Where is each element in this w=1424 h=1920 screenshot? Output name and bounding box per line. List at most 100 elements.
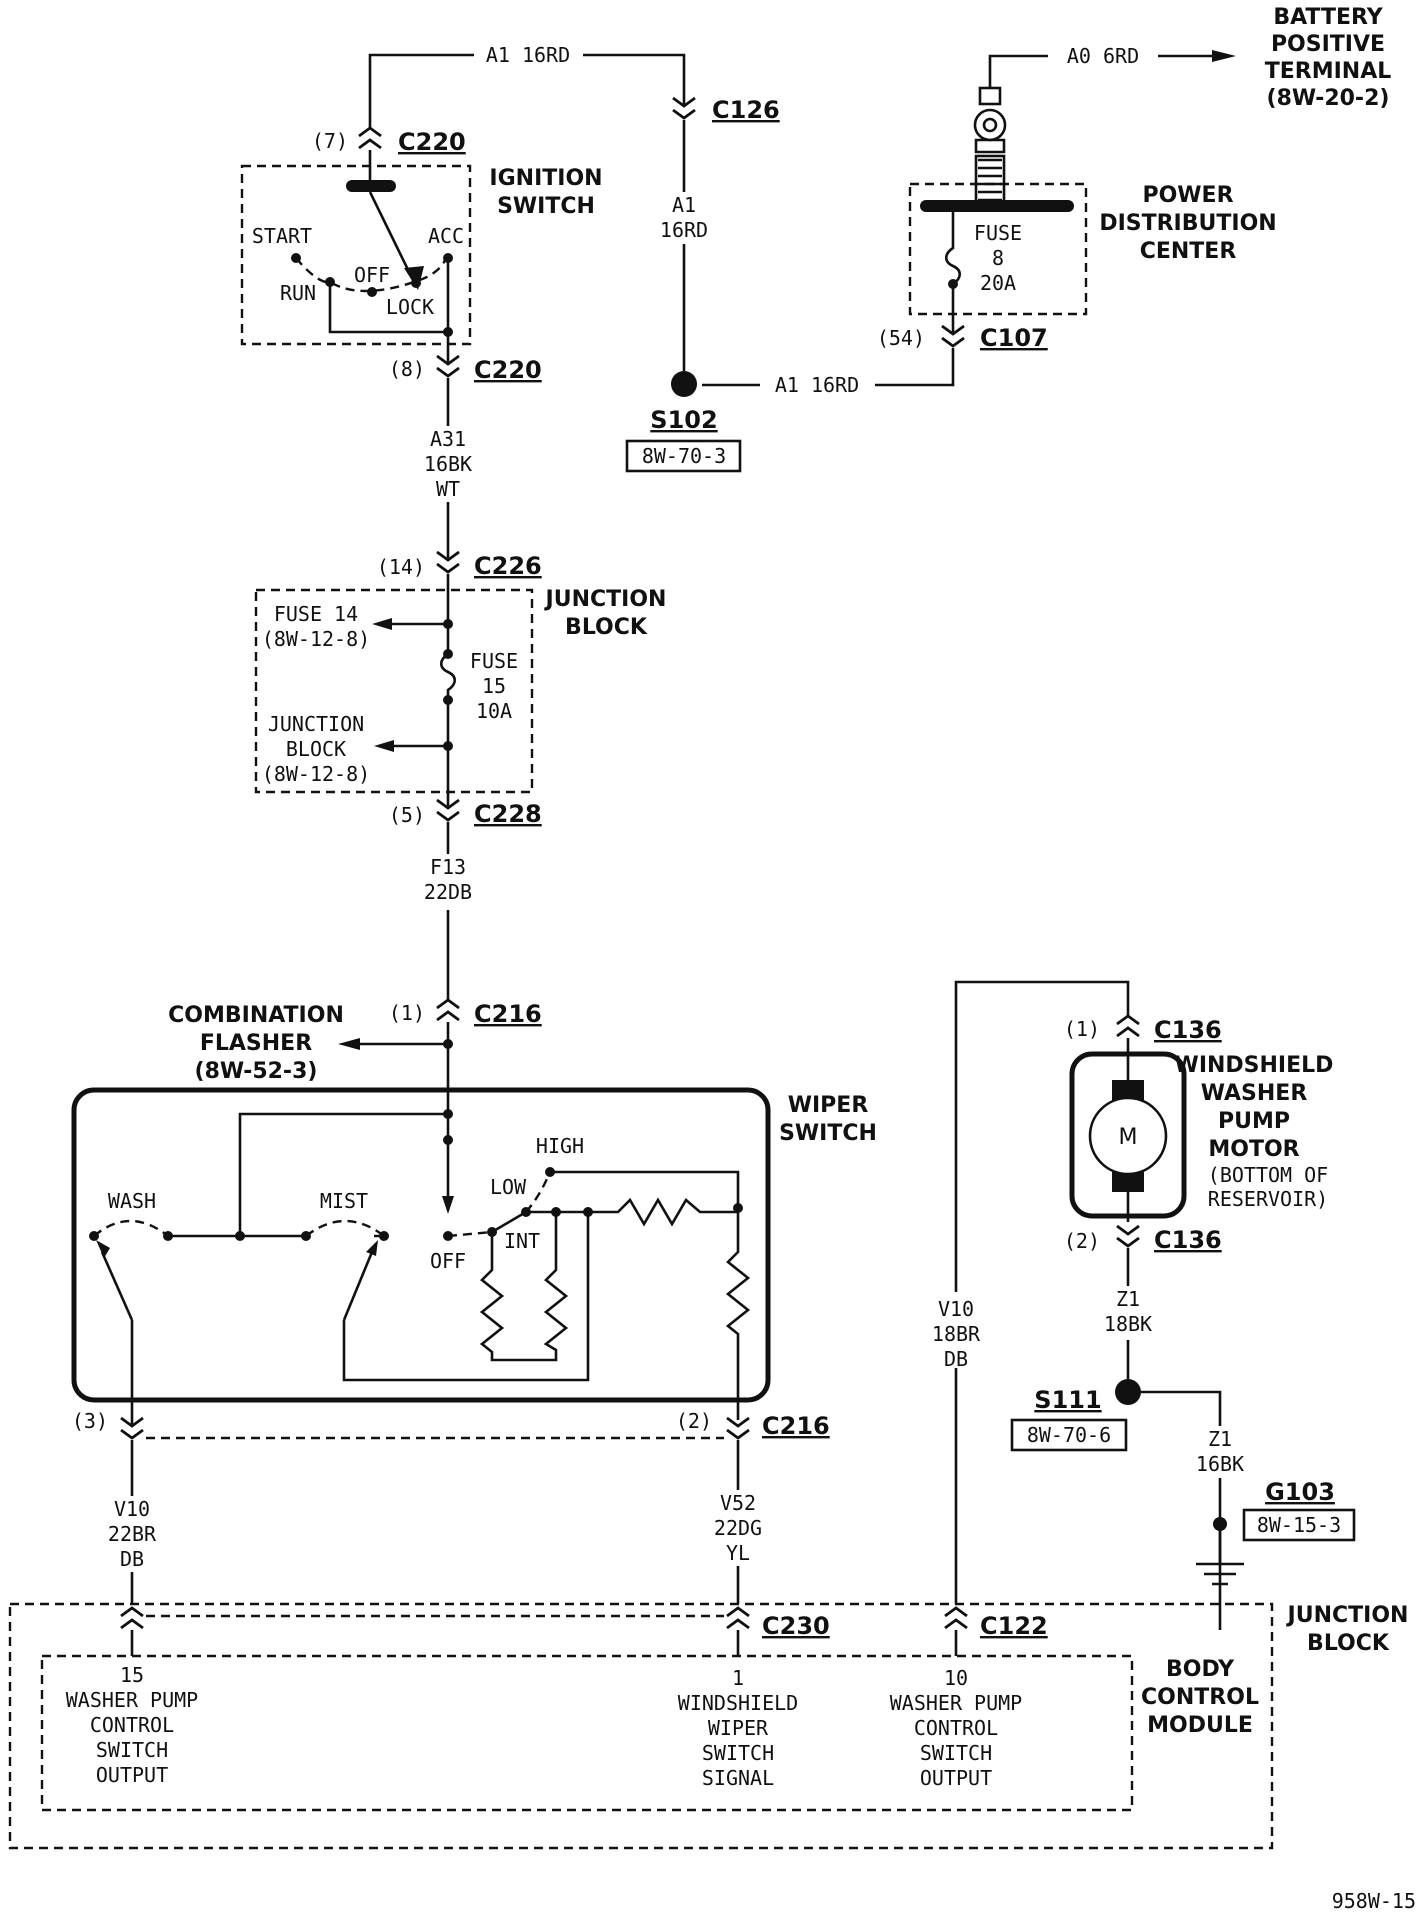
wire-z1-16bk: Z1 16BK bbox=[1141, 1390, 1244, 1630]
c136-top-name: C136 bbox=[1154, 1016, 1222, 1044]
wire-f13-1: F13 bbox=[430, 855, 466, 879]
wiper-switch: WASH MIST OFF LOW HIGH INT WIPER SWITCH bbox=[71, 1022, 877, 1420]
c230-name: C230 bbox=[762, 1612, 830, 1640]
bcm-pin10-line4: OUTPUT bbox=[920, 1766, 992, 1790]
wire-v52-3: YL bbox=[726, 1541, 750, 1565]
pdc-title-2: DISTRIBUTION bbox=[1099, 211, 1276, 236]
c216-right-name: C216 bbox=[762, 1412, 830, 1440]
c220-bot-pin: (8) bbox=[389, 357, 425, 381]
c216-left-pin: (3) bbox=[72, 1409, 108, 1433]
wiper-title-1: WIPER bbox=[788, 1093, 869, 1118]
motor-icon: M bbox=[1119, 1125, 1138, 1150]
wire-v10-right: V10 18BR DB bbox=[932, 980, 1130, 1604]
jb-bottom-title-1: JUNCTION bbox=[1286, 1603, 1409, 1628]
wire-a1-c126: A1 16RD A1 16RD bbox=[368, 43, 708, 371]
wire-a31-2: 16BK bbox=[424, 452, 472, 476]
wire-z1a-1: Z1 bbox=[1116, 1287, 1140, 1311]
wire-a31: A31 16BK WT bbox=[424, 378, 472, 558]
splice-s102: S102 8W-70-3 bbox=[625, 371, 742, 473]
ignition-switch: START ACC OFF RUN LOCK IGNITION SWITCH bbox=[240, 150, 603, 362]
s102-ref: 8W-70-3 bbox=[642, 444, 726, 468]
bcm-pin10-line1: WASHER PUMP bbox=[890, 1691, 1022, 1715]
bcm-pin1-line3: SWITCH bbox=[702, 1741, 774, 1765]
wiper-mist: MIST bbox=[320, 1189, 368, 1213]
wire-a31-3: WT bbox=[436, 477, 460, 501]
pdc-title-1: POWER bbox=[1142, 183, 1233, 208]
flasher-label-2: FLASHER bbox=[200, 1031, 312, 1056]
wire-a0: A0 6RD bbox=[988, 44, 1236, 88]
flasher-label-1: COMBINATION bbox=[168, 1003, 344, 1028]
c220-top-pin: (7) bbox=[312, 129, 348, 153]
jb-fuse15-1: FUSE bbox=[470, 649, 518, 673]
connector-c107: (54) C107 bbox=[877, 324, 1048, 352]
wiper-int: INT bbox=[504, 1229, 540, 1253]
power-distribution-center: FUSE 8 20A POWER DISTRIBUTION CENTER bbox=[908, 182, 1277, 332]
c126-name: C126 bbox=[712, 96, 780, 124]
bcm-title-2: CONTROL bbox=[1141, 1685, 1259, 1710]
bcm-pin1-line4: SIGNAL bbox=[702, 1766, 774, 1790]
c220-bot-name: C220 bbox=[474, 356, 542, 384]
wiper-low: LOW bbox=[490, 1175, 527, 1199]
ign-start: START bbox=[252, 224, 312, 248]
connector-c136-bottom: (2) C136 bbox=[1064, 1224, 1222, 1254]
ign-off: OFF bbox=[354, 263, 390, 287]
wire-a1-label-2: 16RD bbox=[660, 218, 708, 242]
c216-top-pin: (1) bbox=[389, 1001, 425, 1025]
wire-v10r-2: 18BR bbox=[932, 1322, 981, 1346]
battery-label-1: BATTERY bbox=[1273, 5, 1383, 30]
wire-f13: F13 22DB bbox=[424, 822, 472, 1000]
battery-label-2: POSITIVE bbox=[1271, 32, 1385, 57]
ground-g103: G103 8W-15-3 bbox=[1196, 1478, 1356, 1586]
wire-v10r-1: V10 bbox=[938, 1297, 974, 1321]
c220-top-name: C220 bbox=[398, 128, 466, 156]
jb-fuse14-2: (8W-12-8) bbox=[262, 627, 370, 651]
bcm-pin15-line4: OUTPUT bbox=[96, 1763, 168, 1787]
connector-c226: (14) C226 bbox=[377, 550, 542, 580]
s111-ref: 8W-70-6 bbox=[1027, 1423, 1111, 1447]
bcm-pin15-line1: WASHER PUMP bbox=[66, 1688, 198, 1712]
arrow-icon bbox=[1212, 50, 1236, 62]
bcm-title-1: BODY bbox=[1166, 1657, 1235, 1682]
g103-name: G103 bbox=[1265, 1478, 1335, 1506]
c136-bot-name: C136 bbox=[1154, 1226, 1222, 1254]
wire-a0-label: A0 6RD bbox=[1067, 44, 1139, 68]
jb-fuse15-3: 10A bbox=[476, 699, 512, 723]
pdc-title-3: CENTER bbox=[1140, 239, 1237, 264]
c122-name: C122 bbox=[980, 1612, 1048, 1640]
c216-top-name: C216 bbox=[474, 1000, 542, 1028]
wire-a1-s102: A1 16RD bbox=[702, 348, 955, 397]
junction-block-upper: FUSE 14 (8W-12-8) FUSE 15 10A JUNCTION B… bbox=[254, 574, 666, 806]
wire-a1-top-label: A1 16RD bbox=[486, 43, 570, 67]
flasher-ref: (8W-52-3) bbox=[195, 1059, 318, 1084]
pdc-fuse-rating: 20A bbox=[980, 271, 1016, 295]
wiper-title-2: SWITCH bbox=[779, 1121, 877, 1146]
battery-label-3: TERMINAL bbox=[1265, 59, 1392, 84]
wiper-high: HIGH bbox=[536, 1134, 584, 1158]
ign-title-2: SWITCH bbox=[497, 194, 595, 219]
bcm-pin1-line1: WINDSHIELD bbox=[678, 1691, 798, 1715]
battery-ref: (8W-20-2) bbox=[1267, 86, 1390, 111]
s102-name: S102 bbox=[650, 406, 717, 434]
wire-v10-left: V10 22BR DB bbox=[108, 1440, 157, 1604]
jb-jb-1: JUNCTION bbox=[268, 712, 364, 736]
connector-c216-bottom: (3) (2) C216 bbox=[72, 1398, 830, 1440]
connector-c230: C230 bbox=[119, 1606, 830, 1640]
wire-a1-label-1: A1 bbox=[672, 193, 696, 217]
wire-z1b-1: Z1 bbox=[1208, 1427, 1232, 1451]
motor-title-2: WASHER bbox=[1201, 1081, 1308, 1106]
pdc-fuse-label: FUSE bbox=[974, 221, 1022, 245]
c107-name: C107 bbox=[980, 324, 1048, 352]
ign-title-1: IGNITION bbox=[489, 166, 602, 191]
wiper-off: OFF bbox=[430, 1249, 466, 1273]
jb-title-2: BLOCK bbox=[565, 615, 648, 640]
motor-note-2: RESERVOIR) bbox=[1208, 1187, 1328, 1211]
connector-c126: C126 bbox=[671, 96, 780, 124]
jb-jb-3: (8W-12-8) bbox=[262, 762, 370, 786]
c226-pin: (14) bbox=[377, 555, 425, 579]
connector-c220-top: (7) C220 bbox=[312, 126, 466, 156]
connector-c228: (5) C228 bbox=[389, 798, 542, 828]
wiper-wash: WASH bbox=[108, 1189, 156, 1213]
jb-fuse14-1: FUSE 14 bbox=[274, 602, 358, 626]
junction-block-lower: JUNCTION BLOCK bbox=[8, 1602, 1409, 1850]
